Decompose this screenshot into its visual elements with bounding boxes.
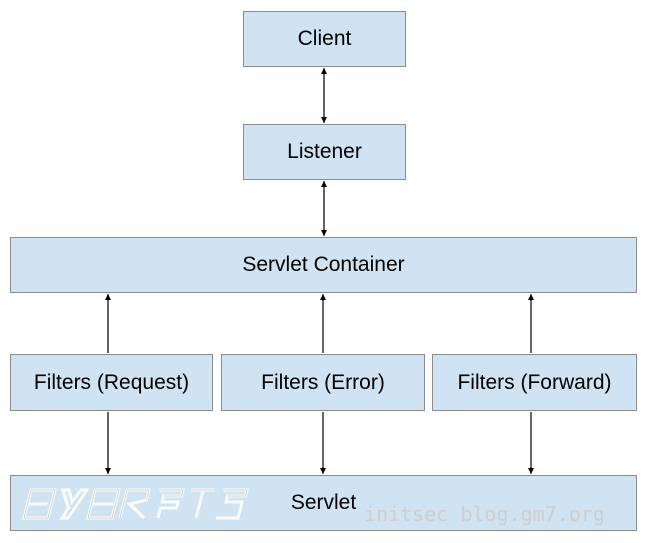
filters-request-label: Filters (Request): [33, 370, 190, 394]
watermark-text: initsec blog.gm7.org: [364, 502, 605, 526]
servlet-container-node: Servlet Container: [10, 237, 637, 293]
cybersec-logo-outline: [23, 489, 248, 519]
filters-forward-node: Filters (Forward): [432, 354, 637, 411]
servlet-label: Servlet: [290, 491, 357, 514]
cybersec-logo-icon: [22, 488, 249, 520]
filters-error-node: Filters (Error): [221, 354, 425, 411]
client-label: Client: [297, 27, 352, 50]
filters-error-label: Filters (Error): [261, 370, 385, 394]
listener-node: Listener: [243, 124, 406, 180]
filters-request-node: Filters (Request): [10, 354, 213, 411]
servlet-container-label: Servlet Container: [242, 253, 405, 276]
watermark-logo: [22, 488, 249, 520]
listener-label: Listener: [287, 140, 362, 163]
filters-forward-label: Filters (Forward): [457, 370, 612, 394]
client-node: Client: [243, 11, 406, 67]
